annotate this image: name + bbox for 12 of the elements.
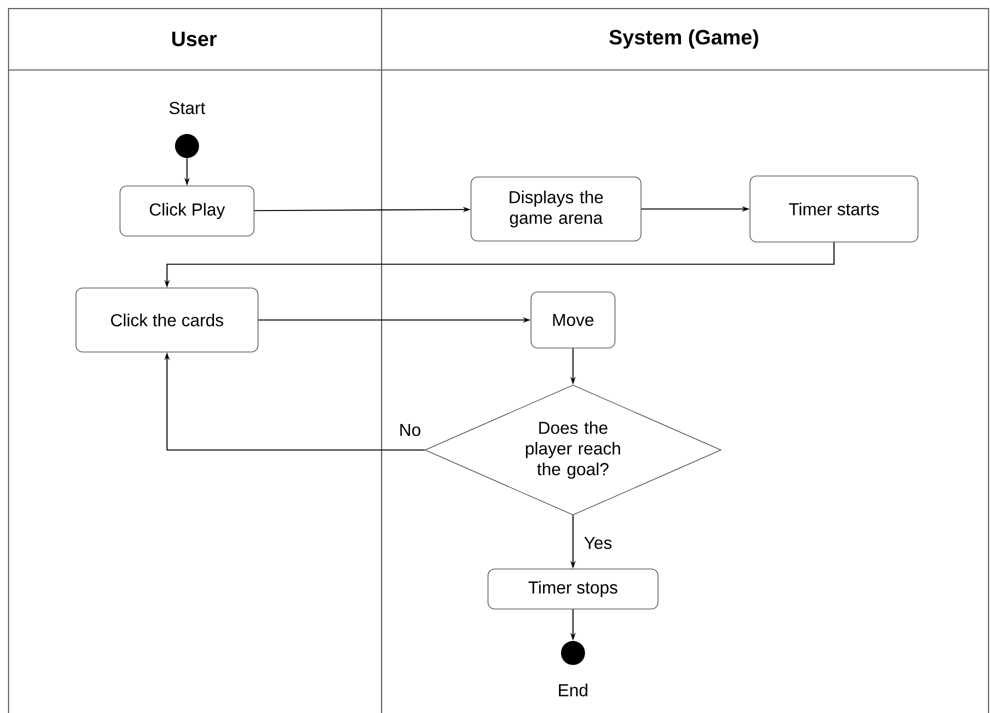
- node-caption: End: [559, 684, 588, 696]
- node-caption: Start: [170, 102, 206, 114]
- process-box: Timer starts: [750, 176, 918, 242]
- edge-label: No: [398, 422, 422, 438]
- edge-label: Yes: [582, 536, 614, 550]
- process-box: Timer stops: [488, 568, 658, 610]
- start-dot: [175, 134, 199, 158]
- process-box: Click Play: [120, 186, 254, 236]
- process-box: Displays the game arena: [470, 176, 642, 242]
- end-dot: [561, 641, 585, 665]
- process-box: Click the cards: [76, 288, 258, 352]
- process-box: Move: [530, 292, 616, 348]
